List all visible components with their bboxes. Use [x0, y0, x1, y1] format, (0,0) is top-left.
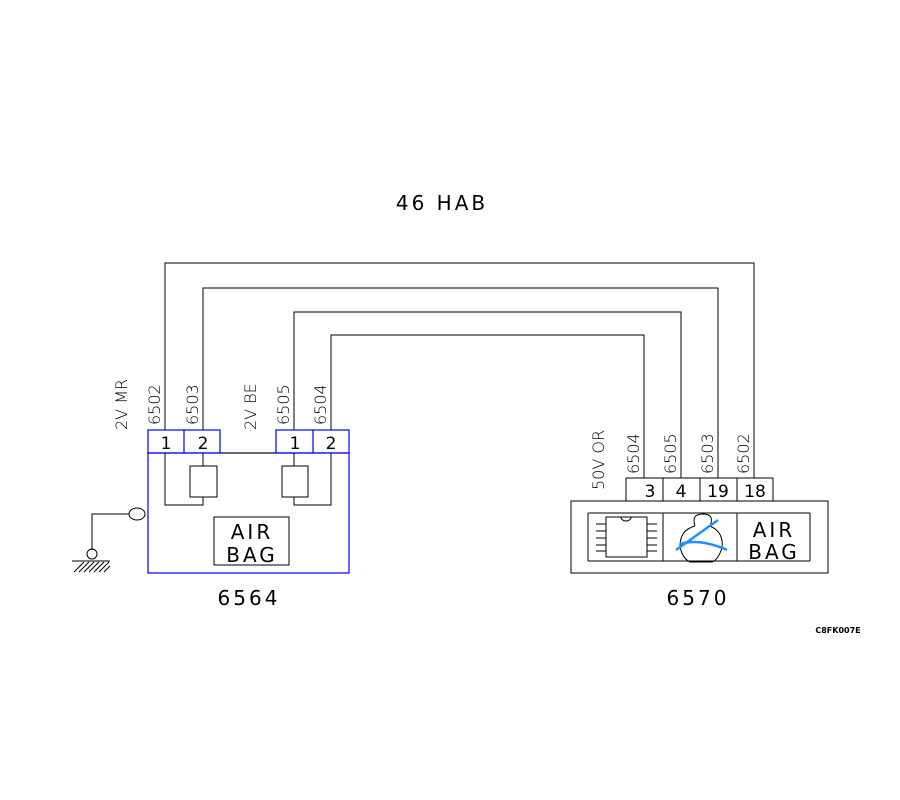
connector-label: 2V BE: [241, 383, 260, 430]
wire-6505: [293, 311, 682, 478]
diagram-title: 46 HAB: [396, 191, 488, 215]
wire-6502: [164, 262, 755, 478]
squib-resistor-icon: [281, 465, 309, 498]
ground-icon: [72, 507, 146, 573]
pin-label: 1: [161, 434, 172, 454]
badge-text: BAG: [226, 543, 278, 567]
component-id: 6570: [667, 586, 730, 610]
airbag-badge: [213, 516, 290, 566]
pin-label: 1: [290, 434, 301, 454]
chip-icon: [596, 516, 657, 558]
badge-text: AIR: [231, 520, 273, 544]
pin-label: 3: [645, 482, 656, 502]
badge-text: BAG: [748, 540, 800, 564]
wire-label: 6505: [274, 384, 293, 425]
wire-label: 6502: [734, 433, 753, 474]
wire-label: 6504: [624, 433, 643, 474]
wire-6504: [330, 334, 645, 478]
pin-label: 2: [198, 434, 209, 454]
connector-label: 2V MR: [112, 379, 131, 430]
wire-label: 6505: [661, 433, 680, 474]
pin-label: 2: [326, 434, 337, 454]
pin-label: 4: [676, 482, 687, 502]
wire-label: 6503: [698, 433, 717, 474]
pin-label: 18: [744, 482, 766, 502]
reference-code: C8FK007E: [815, 626, 860, 635]
badge-text: AIR: [753, 518, 795, 542]
connector-label: 50V OR: [589, 430, 608, 490]
component-6564: 2V MR 6502 6503 2V BE 6505 6504 1 2 1 2: [72, 379, 350, 610]
component-6570: 50V OR 6504 6505 6503 6502: [570, 430, 829, 610]
wire-label: 6504: [311, 384, 330, 425]
ecu-body: [570, 500, 829, 574]
pin-label: 19: [707, 482, 729, 502]
squib-resistor-icon: [189, 465, 218, 498]
component-id: 6564: [218, 586, 281, 610]
wire-6503: [202, 287, 719, 478]
seatbelt-strap: [675, 518, 728, 552]
wire-label: 6503: [183, 384, 202, 425]
wire-label: 6502: [145, 384, 164, 425]
wires: [164, 262, 755, 478]
